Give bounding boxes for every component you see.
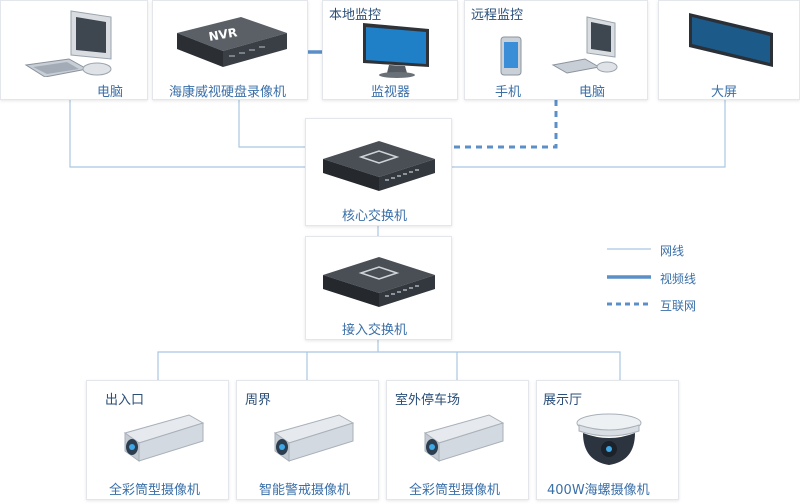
node-nvr: NVR 海康威视硬盘录像机 — [152, 0, 308, 100]
pc-top-label: 电脑 — [97, 85, 124, 100]
node-monitor: 本地监控 监视器 — [322, 0, 458, 100]
camera-area-label: 周界 — [245, 393, 272, 408]
legend-item-internet: 互联网 — [660, 299, 697, 313]
monitor-label: 监视器 — [371, 85, 411, 100]
legend-swatches — [607, 248, 651, 306]
line-pc-core — [69, 100, 305, 168]
camera-card-showroom: 展示厅 400W海螺摄像机 — [536, 380, 679, 500]
bullet-camera-icon — [123, 414, 205, 462]
legend-item-video-cable: 视频线 — [660, 272, 697, 286]
line-remote-core — [452, 100, 558, 149]
remote-pc-label: 电脑 — [579, 85, 606, 100]
bullet-camera-icon — [273, 414, 355, 462]
line-bigscreen-core — [452, 100, 726, 168]
camera-area-label: 室外停车场 — [395, 393, 461, 408]
camera-card-perimeter: 周界 智能警戒摄像机 — [236, 380, 379, 500]
bullet-camera-icon — [423, 414, 505, 462]
computer-icon — [551, 16, 618, 74]
nvr-badge: NVR — [208, 25, 239, 44]
camera-card-entrance: 出入口 全彩筒型摄像机 — [86, 380, 229, 500]
nvr-label: 海康威视硬盘录像机 — [169, 85, 287, 100]
node-bigscreen: 大屏 — [658, 0, 800, 100]
switch-icon — [323, 141, 435, 191]
camera-card-parking: 室外停车场 全彩筒型摄像机 — [386, 380, 529, 500]
remote-group-label: 远程监控 — [471, 8, 524, 23]
camera-area-label: 展示厅 — [543, 393, 583, 408]
camera-model-label: 400W海螺摄像机 — [547, 483, 650, 498]
camera-model-label: 全彩筒型摄像机 — [109, 483, 201, 498]
camera-area-label: 出入口 — [105, 393, 145, 408]
big-screen-icon — [689, 13, 773, 67]
monitor-icon — [363, 23, 429, 78]
access-switch-label: 接入交换机 — [342, 323, 408, 338]
monitor-group-label: 本地监控 — [329, 8, 382, 23]
legend-item-network-cable: 网线 — [660, 244, 685, 258]
bigscreen-label: 大屏 — [711, 85, 738, 100]
node-core-switch: 核心交换机 — [305, 118, 452, 226]
node-remote: 远程监控 手机 电脑 — [464, 0, 648, 100]
camera-model-label: 全彩筒型摄像机 — [409, 483, 501, 498]
line-bus — [157, 351, 621, 380]
line-nvr-core — [238, 100, 305, 148]
switch-icon — [323, 257, 435, 307]
phone-label: 手机 — [495, 85, 522, 100]
dome-camera-icon — [576, 413, 642, 465]
core-switch-label: 核心交换机 — [342, 209, 408, 224]
camera-model-label: 智能警戒摄像机 — [259, 483, 351, 498]
nvr-recorder-icon: NVR — [177, 17, 287, 67]
phone-icon — [500, 36, 522, 76]
node-pc-top: 电脑 — [0, 0, 148, 100]
node-access-switch: 接入交换机 — [305, 236, 452, 340]
computer-icon — [24, 10, 112, 77]
